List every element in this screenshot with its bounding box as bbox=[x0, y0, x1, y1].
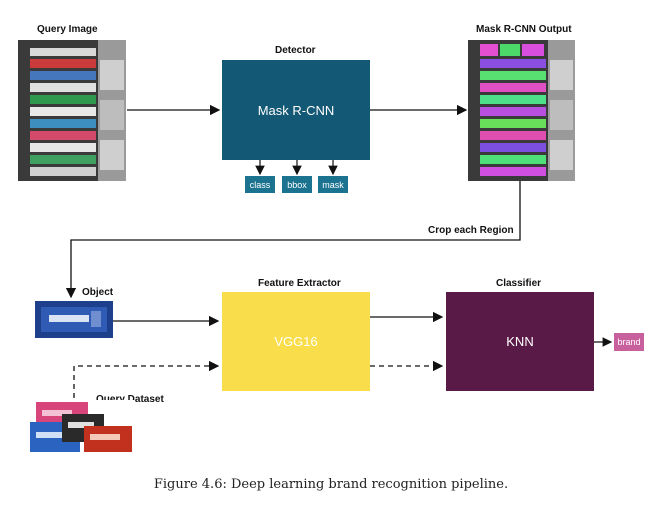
vgg16-node: VGG16 bbox=[222, 292, 370, 391]
object-label: Object bbox=[82, 287, 114, 298]
object-crop-image bbox=[35, 301, 113, 338]
figure-caption: Figure 4.6: Deep learning brand recognit… bbox=[153, 477, 509, 492]
arrow-crop-to-object bbox=[65, 181, 521, 299]
segmented-shelf-photo bbox=[468, 40, 575, 181]
mask-output-image bbox=[468, 40, 575, 181]
mask-output-label: Mask R-CNN Output bbox=[476, 24, 572, 35]
query-dataset-images bbox=[28, 400, 134, 455]
dataset-product-photos bbox=[30, 402, 132, 452]
cropped-product-photo bbox=[35, 301, 113, 338]
mask-rcnn-node: Mask R-CNN bbox=[222, 60, 370, 160]
query-dataset-label: Query Dataset bbox=[96, 394, 164, 405]
query-image-label: Query Image bbox=[37, 24, 98, 35]
crop-label: Crop each Region bbox=[428, 225, 514, 236]
feature-extractor-label: Feature Extractor bbox=[258, 278, 341, 289]
query-image bbox=[18, 40, 126, 181]
knn-node: KNN bbox=[446, 292, 594, 391]
classifier-label: Classifier bbox=[496, 278, 542, 289]
store-shelf-photo bbox=[18, 40, 126, 181]
brand-output-tag: brand bbox=[614, 333, 644, 351]
class-output-tag: class bbox=[245, 176, 275, 193]
bbox-output-tag: bbox bbox=[282, 176, 312, 193]
detector-label: Detector bbox=[275, 45, 316, 56]
mask-output-tag: mask bbox=[318, 176, 348, 193]
dashed-arrow-dataset-to-vgg bbox=[73, 360, 220, 398]
